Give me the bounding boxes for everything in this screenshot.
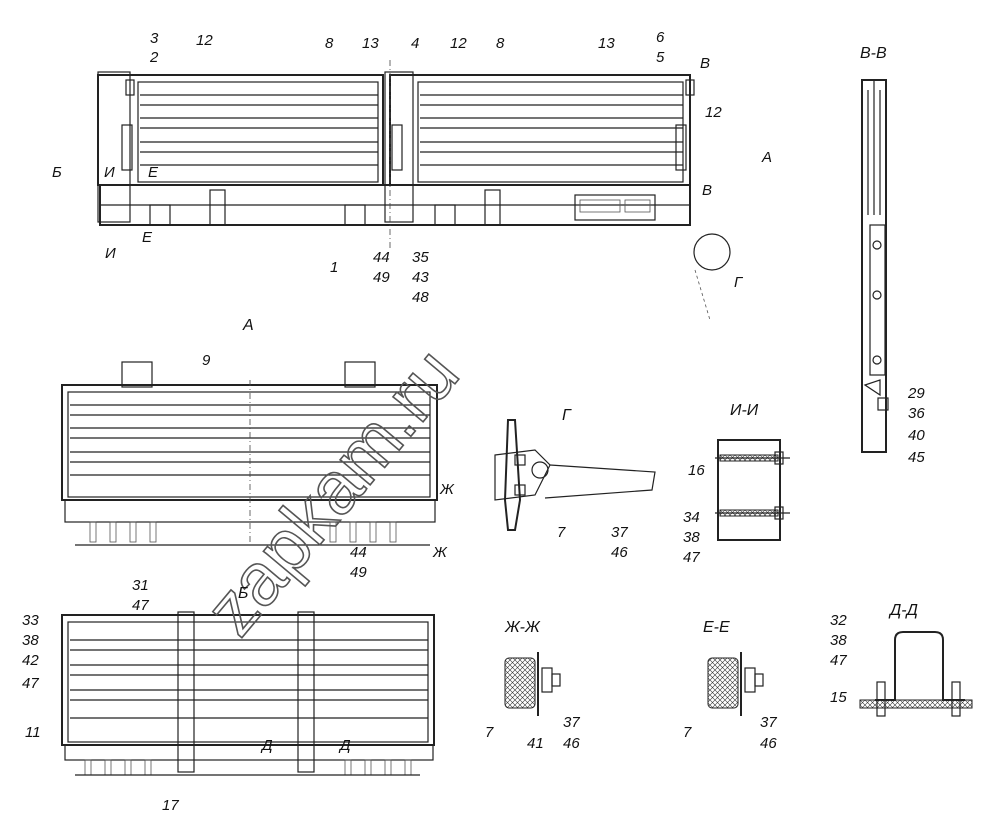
callout: 47 — [683, 549, 700, 566]
callout: 37 — [563, 714, 580, 731]
callout: 46 — [760, 735, 777, 752]
callout: 8 — [325, 35, 334, 52]
view-title-vv: В-В — [860, 45, 887, 62]
callout: 46 — [611, 544, 628, 561]
callout: 15 — [830, 689, 847, 706]
callout: 12 — [450, 35, 467, 52]
watermark: zapkam.ru — [189, 332, 475, 650]
callout: 12 — [705, 104, 722, 121]
callout: 31 — [132, 577, 149, 594]
main-side-view — [97, 60, 731, 321]
callout: 40 — [908, 427, 925, 444]
callout: 47 — [830, 652, 847, 669]
callout: 46 — [563, 735, 580, 752]
callout: 37 — [611, 524, 628, 541]
ii-labels: 16 34 38 47 — [683, 462, 705, 566]
callout: 13 — [362, 35, 379, 52]
callout: 38 — [830, 632, 847, 649]
callout: 9 — [202, 352, 211, 369]
zhzh-labels: 7 41 37 46 — [485, 714, 580, 752]
view-a-labels: 9 Ж Ж 44 49 7 37 46 — [202, 352, 628, 581]
callout: 35 — [412, 249, 429, 266]
callout: 48 — [412, 289, 429, 306]
view-title-dd: Д-Д — [888, 602, 918, 619]
callout: И — [105, 245, 116, 262]
callout: Е — [142, 229, 153, 246]
callout: 2 — [149, 49, 159, 66]
view-title-ee: Е-Е — [703, 619, 730, 636]
callout: 7 — [683, 724, 692, 741]
ee-labels: 7 37 46 — [683, 714, 777, 752]
callout: 43 — [412, 269, 429, 286]
callout: 32 — [830, 612, 847, 629]
callout: 42 — [22, 652, 39, 669]
section-ii-drawing — [715, 439, 790, 541]
callout: 7 — [557, 524, 566, 541]
callout: 12 — [196, 32, 213, 49]
callout: 7 — [485, 724, 494, 741]
view-title-g: Г — [562, 407, 572, 424]
callout: В — [702, 182, 712, 199]
callout: А — [761, 149, 772, 166]
callout: 49 — [373, 269, 390, 286]
section-zhzh-drawing — [504, 652, 561, 716]
callout: Ж — [432, 544, 448, 561]
callout: Д — [338, 737, 351, 754]
callout: 16 — [688, 462, 705, 479]
callout: 44 — [373, 249, 390, 266]
callout: 13 — [598, 35, 615, 52]
callout: 36 — [908, 405, 925, 422]
callout: 34 — [683, 509, 700, 526]
vv-labels: 29 36 40 45 — [907, 385, 925, 466]
callout: 37 — [760, 714, 777, 731]
callout: 4 — [411, 35, 419, 52]
callout: И — [104, 164, 115, 181]
main-view-labels: 3 2 12 8 13 4 12 8 13 6 5 12 Б И Е И Е А… — [52, 29, 772, 306]
callout: В — [700, 55, 710, 72]
callout: 3 — [150, 30, 159, 47]
view-b-drawing — [61, 611, 435, 776]
view-title-zhzh: Ж-Ж — [504, 619, 541, 636]
callout: Д — [260, 737, 273, 754]
callout: 29 — [907, 385, 925, 402]
callout: 8 — [496, 35, 505, 52]
callout: 44 — [350, 544, 367, 561]
callout: 33 — [22, 612, 39, 629]
callout: 38 — [683, 529, 700, 546]
section-ee-drawing — [707, 652, 764, 716]
view-b-labels: 31 47 33 38 42 47 11 Д Д 17 — [22, 577, 351, 814]
callout: 1 — [330, 259, 338, 276]
callout: 41 — [527, 735, 544, 752]
view-title-ii: И-И — [730, 402, 759, 419]
callout: Б — [52, 164, 62, 181]
callout: 47 — [132, 597, 149, 614]
callout: Г — [734, 274, 744, 291]
section-dd-drawing — [859, 631, 973, 717]
callout: 6 — [656, 29, 665, 46]
callout: 17 — [162, 797, 179, 814]
view-title-b: Б — [238, 585, 248, 602]
callout: 38 — [22, 632, 39, 649]
view-title-a: А — [242, 317, 254, 334]
view-a-drawing — [61, 361, 656, 546]
callout: 47 — [22, 675, 39, 692]
section-vv-drawing — [861, 79, 889, 453]
callout: 11 — [25, 724, 41, 741]
dd-labels: 32 38 47 15 — [830, 612, 847, 706]
callout: Ж — [439, 481, 455, 498]
callout: Е — [148, 164, 159, 181]
callout: 45 — [908, 449, 925, 466]
callout: 49 — [350, 564, 367, 581]
callout: 5 — [656, 49, 665, 66]
